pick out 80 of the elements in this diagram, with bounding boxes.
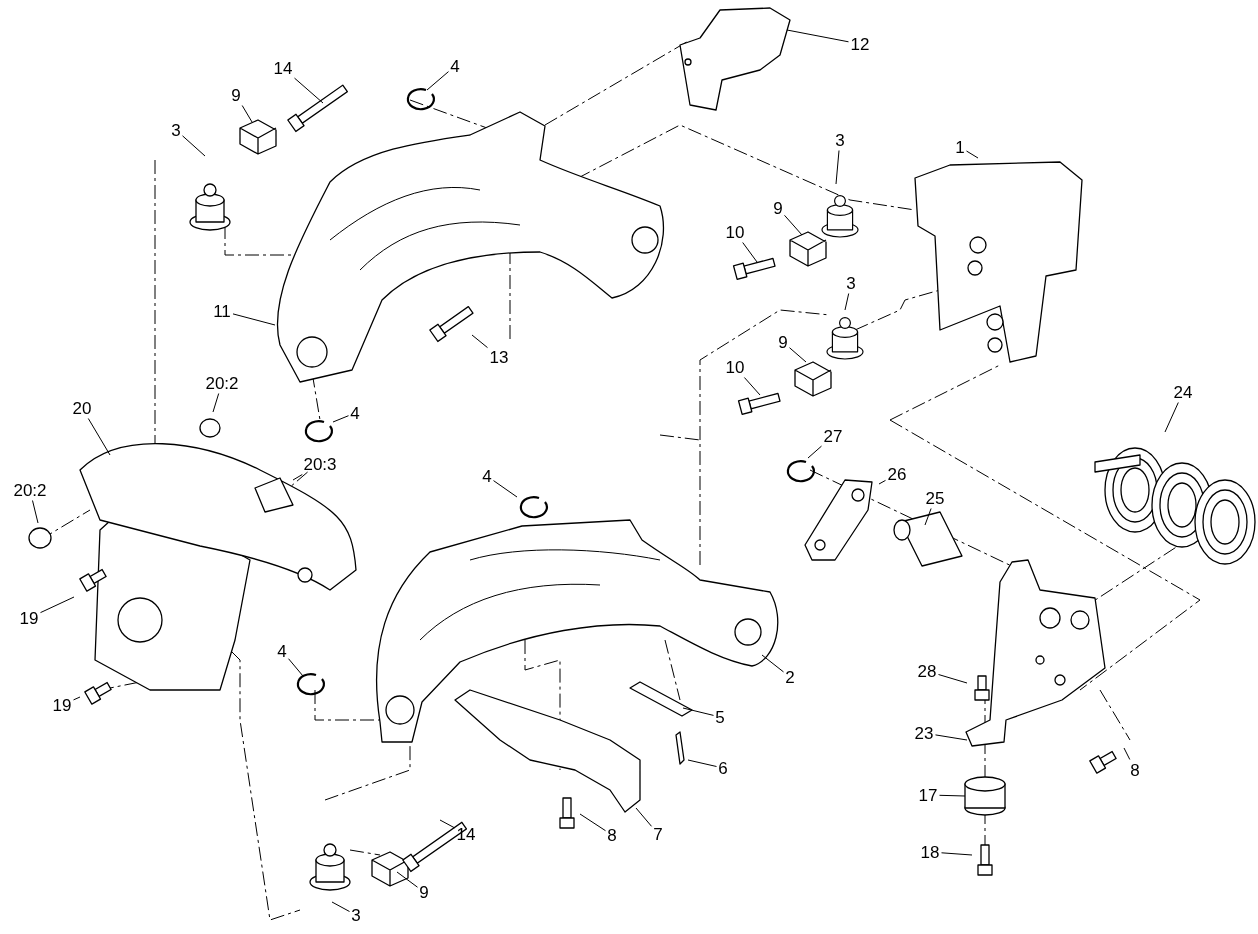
leader-line: [182, 135, 206, 157]
leader-line: [924, 508, 932, 526]
callout-number: 4: [481, 466, 493, 486]
callout-number: 19: [51, 695, 73, 715]
leader-line: [786, 29, 849, 43]
callout-number: 24: [1172, 382, 1194, 402]
callout-number: 20: [71, 398, 93, 418]
leader-line: [807, 445, 822, 459]
callout-number: 28: [916, 661, 938, 681]
leader-line: [939, 794, 966, 797]
leader-line: [471, 334, 488, 349]
callout-number: 8: [1129, 760, 1141, 780]
callout-number: 4: [449, 56, 461, 76]
callout-number: 14: [272, 58, 294, 78]
leader-line: [493, 480, 518, 498]
leader-line: [935, 734, 968, 741]
callout-number: 13: [488, 347, 510, 367]
callout-number: 20:2: [12, 480, 48, 500]
leader-line: [835, 150, 840, 185]
callout-number: 3: [350, 905, 362, 925]
leader-line: [761, 654, 784, 673]
leader-line: [784, 214, 803, 236]
callout-number: 3: [170, 120, 182, 140]
leader-line: [687, 759, 717, 767]
leader-line: [40, 596, 75, 614]
leader-line: [635, 807, 652, 827]
callout-number: 2: [784, 667, 796, 687]
leader-line: [288, 658, 304, 677]
callout-number: 3: [834, 130, 846, 150]
callout-number: 12: [849, 34, 871, 54]
leader-line: [332, 415, 349, 423]
callout-number: 10: [724, 222, 746, 242]
callout-number: 9: [418, 882, 430, 902]
callout-number: 25: [924, 488, 946, 508]
callout-number: 6: [717, 758, 729, 778]
leader-line: [966, 150, 979, 159]
callout-number: 20:3: [302, 454, 338, 474]
callout-number: 27: [822, 426, 844, 446]
leader-line: [844, 293, 850, 311]
callout-number: 14: [455, 824, 477, 844]
leader-line: [1164, 402, 1179, 433]
callout-number: 7: [652, 824, 664, 844]
leader-line: [789, 347, 807, 363]
leader-line: [579, 813, 606, 832]
callout-number: 19: [18, 608, 40, 628]
leader-line: [878, 479, 886, 485]
leader-line: [682, 707, 714, 716]
leader-line: [294, 77, 324, 104]
callout-number: 4: [276, 641, 288, 661]
callout-number: 9: [230, 85, 242, 105]
leader-line: [396, 871, 418, 888]
leader-line: [232, 313, 276, 326]
callout-number: 4: [349, 403, 361, 423]
callout-number: 17: [917, 785, 939, 805]
leader-line: [938, 674, 968, 684]
leader-line: [212, 393, 220, 413]
callout-number: 9: [777, 332, 789, 352]
callout-number: 26: [886, 464, 908, 484]
callout-number: 20:2: [204, 373, 240, 393]
callout-number: 11: [212, 301, 232, 321]
callout-number: 3: [845, 273, 857, 293]
leader-line: [743, 377, 761, 396]
leader-line: [439, 819, 455, 829]
leader-line: [331, 901, 350, 912]
leader-line: [87, 418, 111, 456]
leader-line: [426, 71, 449, 91]
leader-line: [1123, 747, 1131, 760]
leader-line: [241, 105, 253, 123]
leader-line: [73, 696, 81, 701]
callout-number: 8: [606, 825, 618, 845]
callout-number: 1: [954, 137, 966, 157]
leader-line: [292, 474, 303, 481]
callout-number: 18: [919, 842, 941, 862]
callout-number: 10: [724, 357, 746, 377]
leader-line: [742, 242, 758, 263]
leader-line: [32, 500, 39, 524]
callout-number: 9: [772, 198, 784, 218]
callout-number: 5: [714, 707, 726, 727]
callout-number: 23: [913, 723, 935, 743]
leader-line: [941, 852, 973, 856]
